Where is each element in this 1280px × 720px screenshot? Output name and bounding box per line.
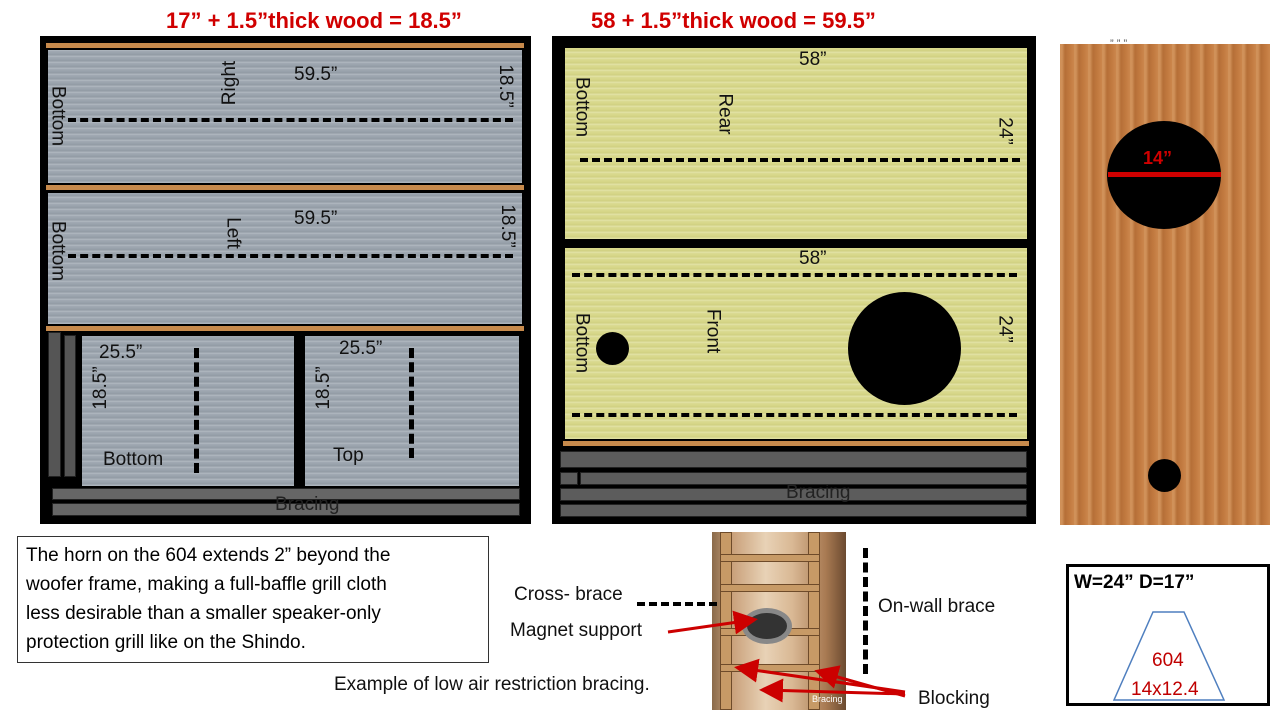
right-board-length: 59.5” bbox=[294, 64, 338, 85]
side-panel-header-marks: ” ” ” bbox=[1110, 38, 1128, 50]
horn-size: 14x12.4 bbox=[1131, 679, 1199, 700]
port-hole bbox=[596, 332, 629, 365]
right-board bbox=[46, 48, 524, 185]
middle-bracing-label: Bracing bbox=[786, 482, 851, 503]
side-port-hole bbox=[1148, 459, 1181, 492]
bottom-board bbox=[80, 334, 296, 488]
left-board-length: 59.5” bbox=[294, 208, 338, 229]
horn-note: The horn on the 604 extends 2” beyond th… bbox=[17, 536, 489, 663]
cross-brace-label: Cross- brace bbox=[514, 584, 623, 605]
cross-brace-marker bbox=[637, 602, 717, 606]
bottom-board-cut-line bbox=[194, 348, 199, 473]
left-board bbox=[46, 191, 524, 326]
cabinet-dims: W=24” D=17” bbox=[1074, 572, 1195, 593]
driver-model: 604 bbox=[1152, 650, 1184, 671]
magnet-support-arrow bbox=[667, 610, 758, 635]
top-board-cut-line bbox=[409, 348, 414, 458]
blocking-label: Blocking bbox=[918, 688, 990, 709]
note-line: less desirable than a smaller speaker-on… bbox=[26, 603, 381, 624]
note-line: woofer frame, making a full-baffle grill… bbox=[26, 574, 387, 595]
blocking-arrow bbox=[814, 665, 906, 698]
bracing-caption: Example of low air restriction bracing. bbox=[334, 674, 650, 695]
top-board-name: Top bbox=[333, 445, 364, 466]
bottom-board-name: Bottom bbox=[103, 449, 164, 470]
bracing-strip bbox=[560, 451, 1027, 468]
rear-board-cut-line bbox=[580, 158, 1020, 162]
note-line: The horn on the 604 extends 2” beyond th… bbox=[26, 545, 391, 566]
on-wall-brace-label: On-wall brace bbox=[878, 596, 996, 617]
hole-diameter-line bbox=[1108, 172, 1221, 177]
cabinet-dimensions-box bbox=[1066, 564, 1270, 706]
left-bracing-label: Bracing bbox=[275, 494, 340, 515]
bracing-strip bbox=[580, 472, 1027, 485]
front-board-length: 58” bbox=[799, 248, 827, 269]
bracing-strip bbox=[64, 335, 76, 477]
left-title: 17” + 1.5”thick wood = 18.5” bbox=[166, 8, 462, 33]
top-board-length: 25.5” bbox=[339, 338, 383, 359]
photo-watermark: Bracing bbox=[812, 694, 843, 704]
bracing-strip bbox=[560, 488, 1027, 501]
bracing-strip bbox=[560, 472, 578, 485]
bracing-strip bbox=[52, 488, 520, 500]
left-board-cut-line bbox=[68, 254, 513, 258]
right-board-cut-line bbox=[68, 118, 513, 122]
on-wall-brace-marker bbox=[863, 548, 868, 674]
horn-trapezoid bbox=[1112, 611, 1226, 701]
woofer-hole bbox=[848, 292, 961, 405]
blocking-arrow bbox=[759, 678, 906, 703]
bracing-strip bbox=[52, 503, 520, 516]
front-board-top-cut-line bbox=[572, 273, 1017, 277]
bracing-strip bbox=[560, 504, 1027, 517]
note-line: protection grill like on the Shindo. bbox=[26, 632, 306, 653]
rear-board bbox=[563, 46, 1029, 241]
middle-title: 58 + 1.5”thick wood = 59.5” bbox=[591, 8, 876, 33]
rear-board-length: 58” bbox=[799, 49, 827, 70]
bottom-board-length: 25.5” bbox=[99, 342, 143, 363]
bracing-strip bbox=[48, 332, 61, 477]
hole-diameter-label: 14” bbox=[1143, 148, 1173, 168]
front-board-bottom-cut-line bbox=[572, 413, 1017, 417]
magnet-support-label: Magnet support bbox=[510, 620, 643, 641]
